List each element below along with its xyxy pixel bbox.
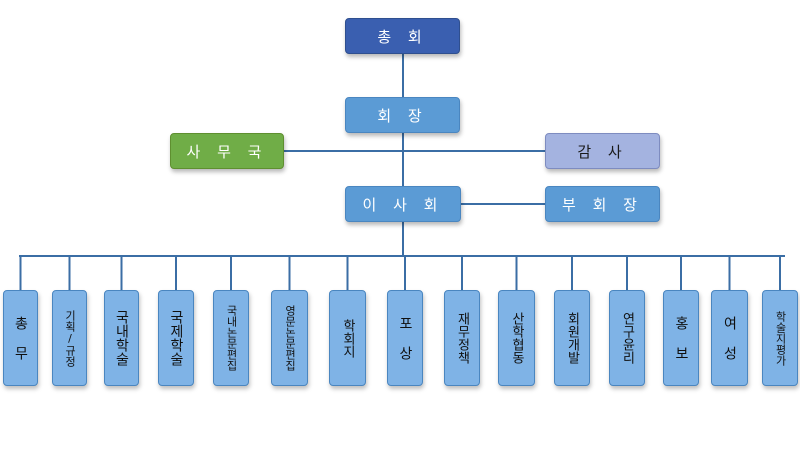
committee-label: 여 성 [721,316,738,360]
board-box[interactable]: 이 사 회 [345,186,461,222]
committee-label: 홍 보 [673,316,689,360]
committee-box[interactable]: 학회지 [329,290,366,386]
committee-label: 영문논문편집 [283,305,297,371]
vice-president-box[interactable]: 부 회 장 [545,186,660,222]
general-assembly-box[interactable]: 총 회 [345,18,460,54]
committee-label: 연구윤리 [619,312,635,364]
committee-box[interactable]: 포 상 [387,290,423,386]
committee-box[interactable]: 총 무 [3,290,38,386]
committee-label: 국제학술 [168,310,184,366]
committee-label: 산학협동 [509,312,524,364]
committee-box[interactable]: 연구윤리 [609,290,645,386]
committee-label: 국내학술 [113,310,130,366]
committee-box[interactable]: 회원개발 [554,290,590,386]
committee-box[interactable]: 학술지평가 [762,290,798,386]
committee-label: 학회지 [340,318,355,358]
committee-label: 기획/규정 [63,309,77,367]
committee-box[interactable]: 국내학술 [104,290,139,386]
committee-label: 재무정책 [454,312,470,364]
secretariat-label: 사 무 국 [186,142,268,161]
committee-label: 학술지평가 [774,310,787,366]
general-assembly-label: 총 회 [377,27,428,46]
committee-box[interactable]: 홍 보 [663,290,699,386]
president-label: 회 장 [377,106,428,125]
committee-box[interactable]: 산학협동 [498,290,535,386]
auditor-label: 감 사 [577,142,628,161]
board-label: 이 사 회 [362,195,444,214]
auditor-box[interactable]: 감 사 [545,133,660,169]
vice-president-label: 부 회 장 [562,195,643,214]
secretariat-box[interactable]: 사 무 국 [170,133,284,169]
committee-label: 총 무 [12,316,29,360]
committee-box[interactable]: 국내논문편집 [213,290,249,386]
president-box[interactable]: 회 장 [345,97,460,133]
committee-box[interactable]: 영문논문편집 [271,290,308,386]
committee-label: 회원개발 [564,312,580,364]
committee-box[interactable]: 여 성 [711,290,748,386]
committee-box[interactable]: 국제학술 [158,290,194,386]
committee-label: 포 상 [397,316,413,360]
committee-label: 국내논문편집 [225,305,238,371]
committee-box[interactable]: 재무정책 [444,290,480,386]
committee-box[interactable]: 기획/규정 [52,290,87,386]
